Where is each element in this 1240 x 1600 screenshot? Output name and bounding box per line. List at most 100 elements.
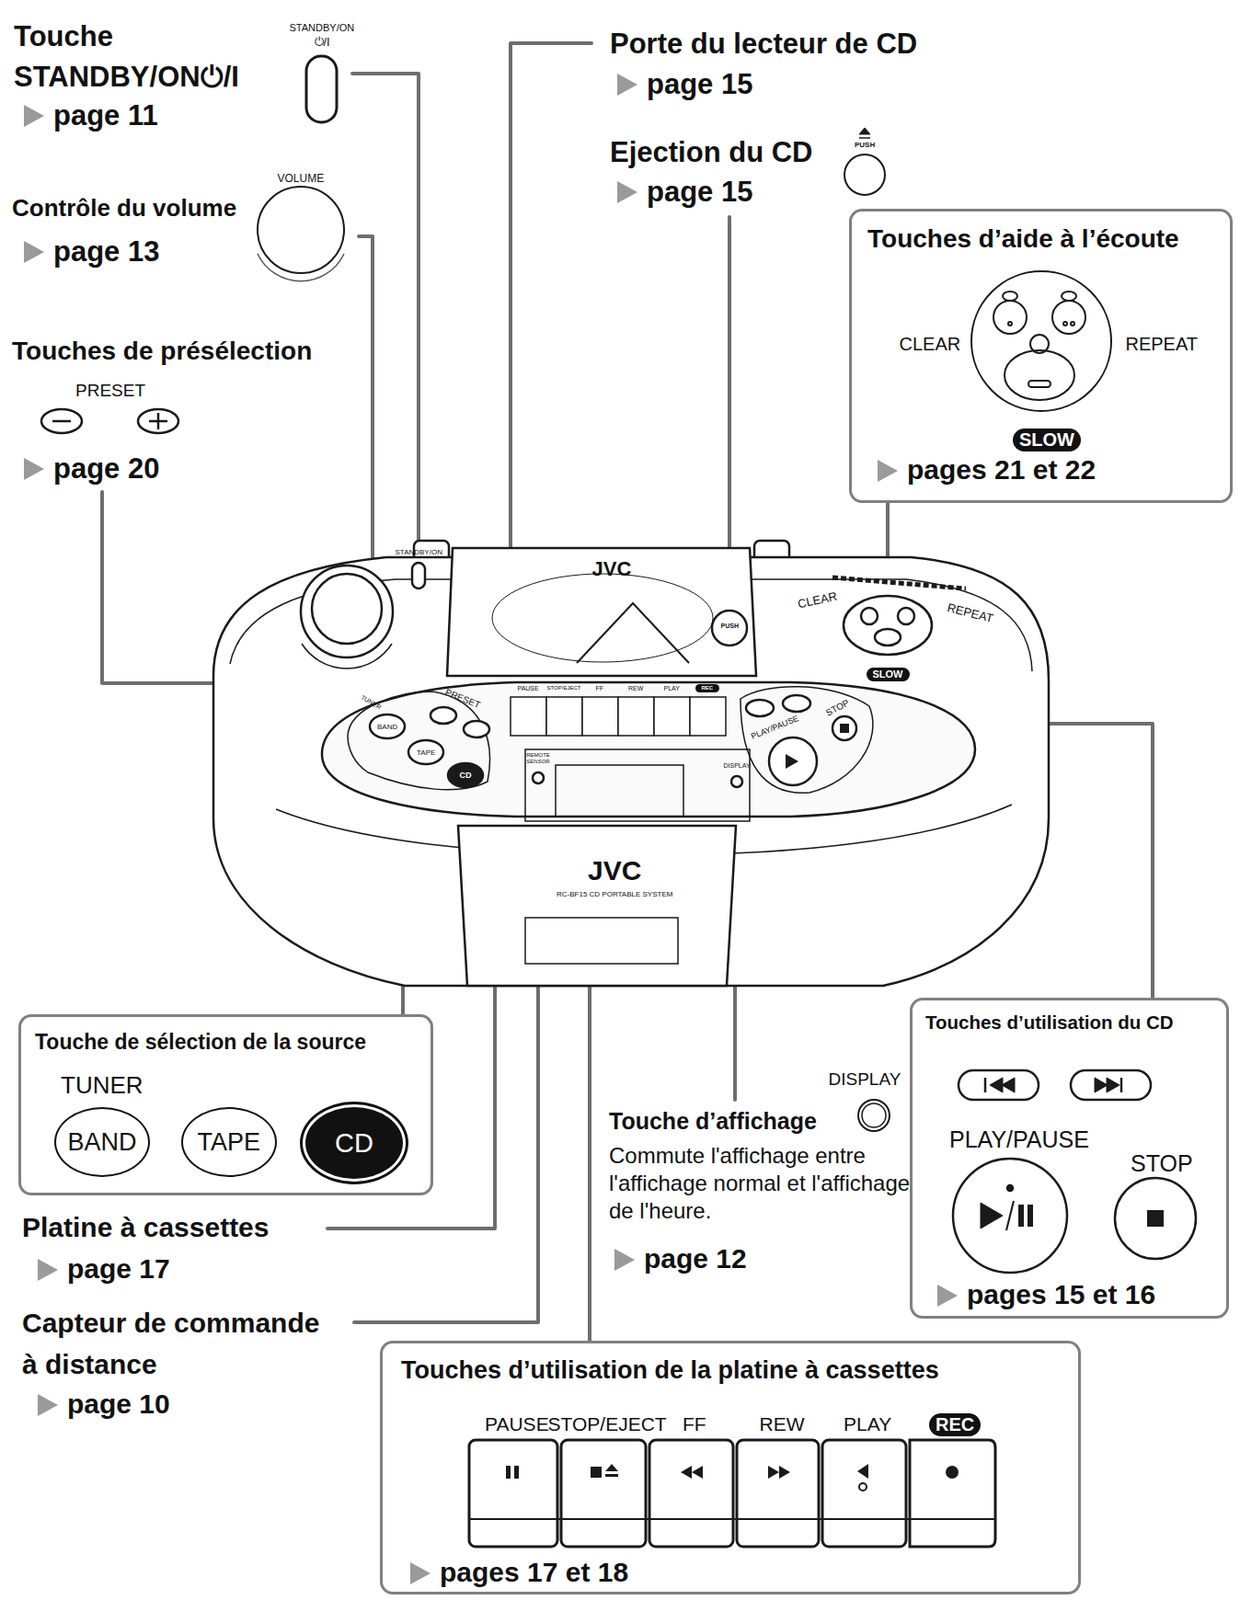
tape-keys-figure-part xyxy=(561,1440,646,1548)
page-arrow xyxy=(617,181,638,204)
tape-keys-figure-part xyxy=(505,1464,959,1480)
boombox-body-part xyxy=(874,629,901,646)
tape-keys-figure-part xyxy=(736,1440,819,1548)
part-label: Capteur de commande à distance xyxy=(22,1302,340,1386)
part-label: STOP/EJECT xyxy=(547,685,582,692)
listening-keys-figure-part xyxy=(1028,380,1051,388)
tape-keys-figure-part xyxy=(469,1440,558,1548)
cd-keys-figure-part xyxy=(1027,1205,1034,1228)
part-label: REW xyxy=(628,685,643,693)
listening-keys-box: Touches d’aide à l’écouteCLEARREPEATSLOW… xyxy=(849,208,1233,504)
cd-keys-figure-part xyxy=(1094,1078,1120,1093)
node-text: STOP/EJECT xyxy=(548,1413,667,1436)
part-label: TUNER xyxy=(359,694,383,712)
node-text: REPEAT xyxy=(1125,333,1199,356)
cd-keys-figure-part xyxy=(1006,1201,1014,1231)
node-text: Touche de sélection de la source xyxy=(34,1030,367,1055)
page-arrow xyxy=(37,1259,58,1282)
part-label: STOP xyxy=(823,697,850,719)
boombox-body-part xyxy=(492,574,713,663)
boombox-body-part xyxy=(618,697,655,736)
listening-keys-figure-part xyxy=(971,271,1112,412)
part-label: REPEAT xyxy=(944,601,994,627)
source-keys-box: Touche de sélection de la sourceTUNER BAN… xyxy=(18,1014,434,1196)
part-label: Touche STANDBY/ON⏻/I xyxy=(13,16,281,98)
cd-keys-figure-part xyxy=(952,1159,1068,1274)
boombox-body-part xyxy=(782,695,811,712)
node-text: pages 21 et 22 xyxy=(907,454,1096,487)
page-arrow xyxy=(23,458,45,481)
listening-keys-figure xyxy=(971,271,1112,412)
page-arrow xyxy=(614,1249,635,1272)
top-buttons-part xyxy=(861,1103,886,1128)
tape-keys-box: Touches d’utilisation de la platine à ca… xyxy=(379,1341,1081,1596)
tape-keys-figure-part-part xyxy=(768,1466,791,1480)
tape-keys-figure-part xyxy=(822,1440,907,1548)
boombox-body-part xyxy=(532,772,544,784)
node-text: PLAY xyxy=(843,1413,892,1436)
top-buttons-part xyxy=(859,127,871,135)
boombox-body-part xyxy=(458,826,736,987)
cd-keys-figure xyxy=(952,1070,1196,1274)
listening-keys-figure-part xyxy=(1004,350,1075,401)
part-label: Porte du lecteur de CD xyxy=(609,27,918,61)
boombox-body-part xyxy=(408,740,444,765)
leader-lines-part xyxy=(358,236,373,589)
boombox-body-part xyxy=(300,565,393,658)
boombox-body-part xyxy=(576,603,689,664)
boombox-body-part xyxy=(546,697,583,736)
part-label: BAND xyxy=(377,723,398,732)
cd-keys-figure-part xyxy=(984,1078,988,1093)
listening-keys-figure-part xyxy=(1063,321,1068,326)
part-label: page 17 xyxy=(67,1253,171,1286)
cd-button: CD xyxy=(302,1104,406,1183)
boombox-body-part xyxy=(832,577,966,589)
part-label: Touche d’affichage xyxy=(608,1108,817,1136)
tape-keys-figure-part-part xyxy=(505,1466,511,1480)
node-text: Touches d’utilisation de la platine à ca… xyxy=(401,1356,940,1386)
boombox-body-part xyxy=(832,716,857,741)
boombox-body-part xyxy=(510,697,547,736)
tape-keys-figure-part-part xyxy=(605,1464,619,1472)
node-text: SLOW xyxy=(1012,428,1081,452)
listening-keys-figure-part xyxy=(1061,291,1077,301)
cd-keys-figure-part xyxy=(980,1203,1003,1229)
page-arrow xyxy=(877,459,898,483)
listening-keys-figure-part xyxy=(1052,300,1086,334)
part-label: PUSH xyxy=(854,140,875,150)
top-buttons-part xyxy=(41,409,82,434)
part-label: Touches de présélection xyxy=(11,336,312,367)
part-label: REC xyxy=(695,684,721,693)
boombox-body-part xyxy=(861,608,878,625)
node-text: FF xyxy=(682,1413,707,1436)
part-label: Ejection du CD xyxy=(609,136,813,170)
part-label: PLAY/PAUSE xyxy=(749,713,801,742)
page-arrow xyxy=(23,241,45,264)
boombox-body-part xyxy=(369,714,405,739)
boombox-body-part xyxy=(311,574,382,644)
part-label: STANDBY/ON xyxy=(395,548,443,557)
leader-lines-part xyxy=(352,73,419,541)
band-button: BAND xyxy=(54,1107,150,1178)
part-label: ⏻/I xyxy=(314,35,331,50)
node-text: TUNER xyxy=(60,1072,144,1101)
boombox-body xyxy=(213,540,1049,987)
node-text: pages 15 et 16 xyxy=(966,1279,1156,1312)
tape-keys-figure-part xyxy=(649,1440,734,1548)
top-buttons-part xyxy=(257,253,345,282)
listening-keys-figure-part xyxy=(1070,321,1075,326)
boombox-body-part xyxy=(430,707,457,724)
part-label: TAPE xyxy=(416,748,436,758)
part-label: page 10 xyxy=(67,1389,171,1422)
boombox-body-part xyxy=(525,749,750,822)
page-arrow xyxy=(410,1562,431,1585)
page-arrow xyxy=(617,73,638,96)
node-text: PAUSE xyxy=(484,1413,550,1436)
part-label: PRESET xyxy=(443,687,482,712)
cd-keys-figure-part xyxy=(1114,1178,1196,1260)
part-label: page 15 xyxy=(646,68,753,102)
leader-lines-part xyxy=(510,43,592,552)
cd-keys-figure-part xyxy=(1007,1185,1013,1192)
part-label: DISPLAY xyxy=(828,1069,902,1091)
